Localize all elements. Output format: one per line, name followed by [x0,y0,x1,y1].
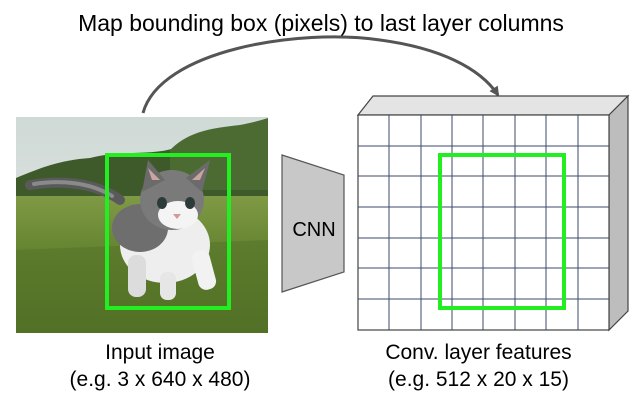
input-caption-line1: Input image [105,341,215,364]
cnn-label: CNN [292,219,336,241]
feature-block-side [608,94,629,332]
input-caption: Input image (e.g. 3 x 640 x 480) [0,339,320,393]
output-caption: Conv. layer features (e.g. 512 x 20 x 15… [315,339,642,393]
input-caption-line2: (e.g. 3 x 640 x 480) [69,368,251,391]
input-bounding-box [105,153,231,310]
mapping-arrow [141,35,500,114]
diagram-title: Map bounding box (pixels) to last layer … [78,10,564,36]
feature-bounding-box [438,153,566,310]
output-caption-line2: (e.g. 512 x 20 x 15) [388,368,569,391]
feature-grid [358,115,609,330]
feature-block-top [356,95,630,116]
cnn-block [281,154,345,293]
output-caption-line1: Conv. layer features [385,341,572,364]
